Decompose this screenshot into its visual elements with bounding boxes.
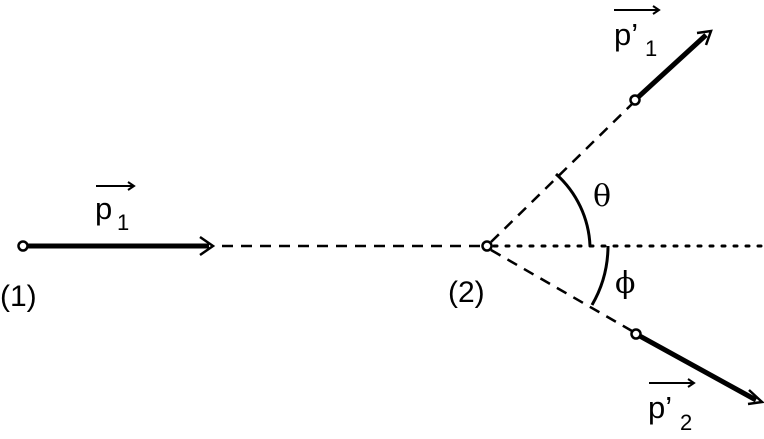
phi-angle-arc (590, 245, 610, 306)
incoming-momentum-arrow (23, 235, 216, 257)
p1-prime-letter: p’ (614, 17, 638, 52)
particle-1-marker (17, 240, 29, 252)
p2-prime-subscript: 2 (680, 410, 692, 435)
phi-label: ϕ (615, 266, 635, 301)
p1-prime-subscript: 1 (645, 36, 657, 61)
scattered-trajectory-1-line (490, 103, 633, 243)
p1-prime-label: p’ 1 (614, 5, 661, 61)
p2-prime-label: p’ 2 (648, 378, 696, 435)
theta-angle-arc (555, 172, 592, 247)
particle-2-label: (2) (448, 276, 485, 309)
scattered-trajectory-2-line (490, 248, 633, 333)
theta-label: θ (593, 179, 611, 214)
p1-letter: p (95, 191, 112, 226)
outgoing-momentum-2-arrow (630, 328, 764, 406)
particle-1-label: (1) (0, 280, 37, 313)
particle-2-marker (481, 240, 493, 252)
p1-label: p 1 (95, 181, 136, 235)
outgoing-momentum-1-arrow (629, 29, 713, 106)
p1-subscript: 1 (117, 210, 129, 235)
p2-prime-letter: p’ (648, 390, 672, 425)
